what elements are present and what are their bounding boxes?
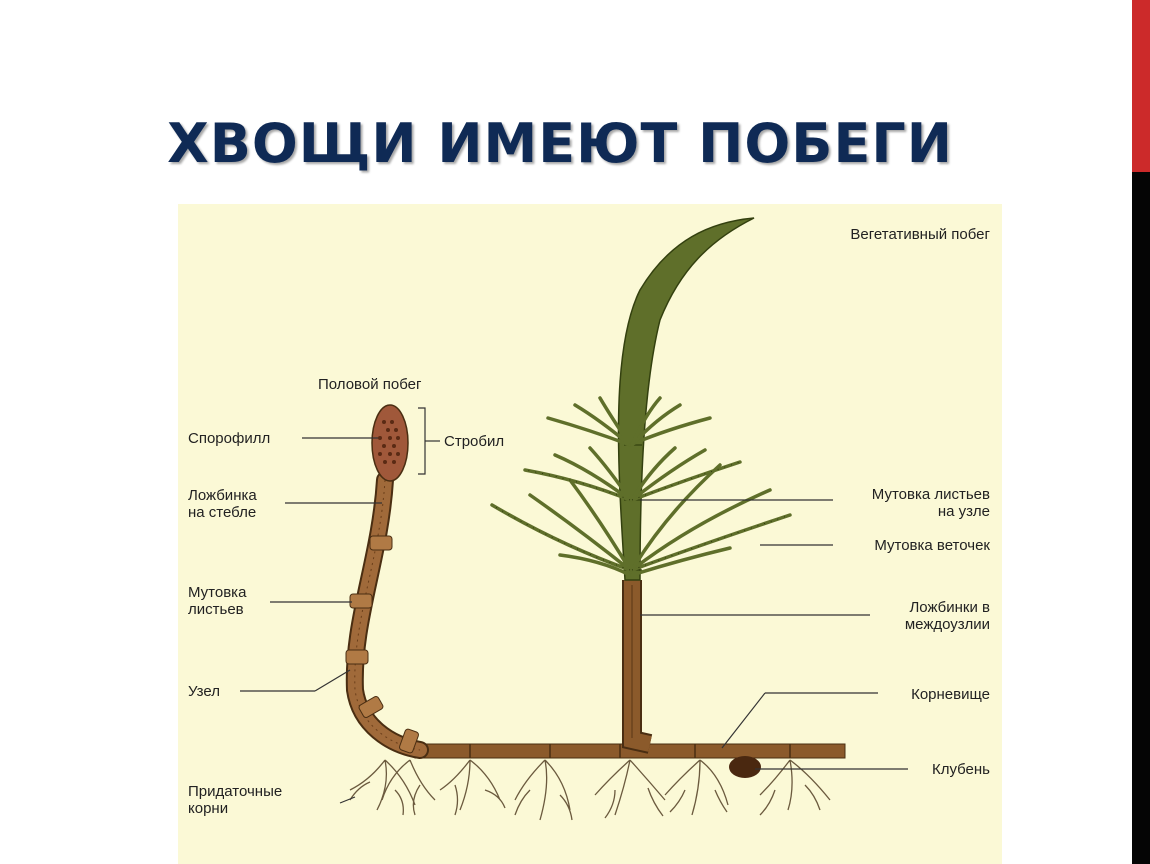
label-sporophyll: Спорофилл bbox=[188, 430, 271, 447]
strobilus bbox=[371, 404, 409, 482]
label-internode-grooves: Ложбинки в междоузлии bbox=[904, 599, 990, 633]
branch-whorls bbox=[490, 396, 792, 577]
tuber bbox=[729, 756, 761, 778]
label-rhizome: Корневище bbox=[911, 686, 990, 703]
leader-lines bbox=[240, 407, 908, 804]
label-node-leaf-whorl: Мутовка листьев на узле bbox=[871, 486, 990, 520]
accent-bar-red bbox=[1132, 0, 1150, 172]
sporophylls bbox=[378, 420, 400, 464]
fertile-shoot-leaf-whorls bbox=[345, 535, 419, 754]
label-branch-whorl: Мутовка веточек bbox=[874, 537, 990, 554]
label-stem-groove: Ложбинка на стебле bbox=[188, 487, 257, 521]
accent-bar-black bbox=[1132, 172, 1150, 864]
slide-title: ХВОЩИ ИМЕЮТ ПОБЕГИ bbox=[167, 112, 953, 175]
label-leaf-whorl: Мутовка листьев bbox=[188, 584, 247, 618]
label-sexual-shoot: Половой побег bbox=[318, 376, 422, 393]
label-node: Узел bbox=[188, 683, 220, 700]
label-vegetative-shoot: Вегетативный побег bbox=[850, 226, 990, 243]
label-adventitious-roots: Придаточные корни bbox=[188, 783, 283, 817]
label-tuber: Клубень bbox=[931, 761, 990, 778]
rhizome-nodes bbox=[469, 744, 791, 758]
roots bbox=[349, 759, 831, 821]
vegetative-shoot-top bbox=[617, 217, 755, 581]
label-strobilus: Стробил bbox=[444, 433, 505, 450]
